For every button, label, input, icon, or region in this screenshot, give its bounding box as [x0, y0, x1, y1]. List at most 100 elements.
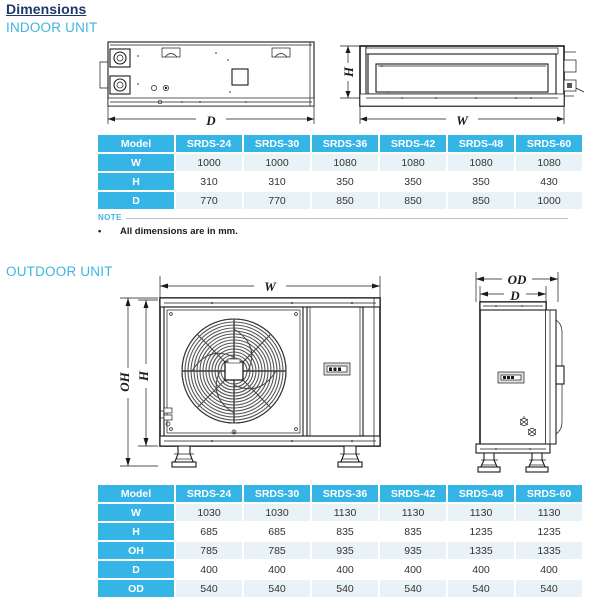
outdoor-unit-front-view-drawing: W OH H: [112, 268, 412, 480]
cell-d-4: 850: [448, 192, 514, 209]
column-header-model-0: SRDS-24: [176, 135, 242, 152]
column-header-model-2: SRDS-36: [312, 485, 378, 502]
outdoor-unit-section-title: OUTDOOR UNIT: [6, 264, 113, 279]
table-row: D 400 400 400 400 400 400: [98, 561, 582, 578]
row-label-h: H: [98, 523, 174, 540]
cell-h-5: 430: [516, 173, 582, 190]
cell-d-2: 400: [312, 561, 378, 578]
cell-d-5: 1000: [516, 192, 582, 209]
cell-h-4: 350: [448, 173, 514, 190]
cell-h-1: 310: [244, 173, 310, 190]
column-header-model-5: SRDS-60: [516, 135, 582, 152]
cell-h-5: 1235: [516, 523, 582, 540]
indoor-front-width-label: W: [456, 113, 469, 128]
column-header-model-4: SRDS-48: [448, 135, 514, 152]
cell-w-5: 1130: [516, 504, 582, 521]
indoor-plan-depth-label: D: [205, 113, 216, 128]
row-label-od: OD: [98, 580, 174, 597]
note-bullet-icon: •: [98, 226, 102, 237]
row-label-w: W: [98, 504, 174, 521]
outdoor-unit-side-view-drawing: OD D: [432, 262, 598, 480]
row-label-h: H: [98, 173, 174, 190]
cell-od-3: 540: [380, 580, 446, 597]
cell-d-2: 850: [312, 192, 378, 209]
row-label-d: D: [98, 561, 174, 578]
cell-h-2: 350: [312, 173, 378, 190]
column-header-model: Model: [98, 135, 174, 152]
table-row: OH 785 785 935 935 1335 1335: [98, 542, 582, 559]
cell-h-0: 310: [176, 173, 242, 190]
page-title: Dimensions: [6, 1, 87, 17]
cell-w-1: 1030: [244, 504, 310, 521]
cell-h-3: 350: [380, 173, 446, 190]
table-row: W 1000 1000 1080 1080 1080 1080: [98, 154, 582, 171]
table-header-row: Model SRDS-24 SRDS-30 SRDS-36 SRDS-42 SR…: [98, 135, 582, 152]
cell-od-5: 540: [516, 580, 582, 597]
cell-d-4: 400: [448, 561, 514, 578]
indoor-unit-dimensions-table: Model SRDS-24 SRDS-30 SRDS-36 SRDS-42 SR…: [96, 133, 584, 211]
cell-h-3: 835: [380, 523, 446, 540]
mounting-foot-right: [337, 445, 363, 468]
indoor-unit-section-title: INDOOR UNIT: [6, 20, 98, 35]
outdoor-front-width-label: W: [264, 279, 277, 294]
cell-w-3: 1130: [380, 504, 446, 521]
mounting-foot-side-right: [525, 452, 549, 473]
outdoor-side-depth-label: D: [509, 288, 520, 303]
cell-oh-3: 935: [380, 542, 446, 559]
cell-od-4: 540: [448, 580, 514, 597]
cell-d-1: 770: [244, 192, 310, 209]
row-label-d: D: [98, 192, 174, 209]
column-header-model-3: SRDS-42: [380, 135, 446, 152]
note-block: NOTE • All dimensions are in mm.: [98, 213, 568, 237]
cell-od-0: 540: [176, 580, 242, 597]
cell-d-3: 850: [380, 192, 446, 209]
note-item-text: All dimensions are in mm.: [120, 226, 238, 237]
column-header-model-1: SRDS-30: [244, 485, 310, 502]
cell-h-4: 1235: [448, 523, 514, 540]
note-label: NOTE: [98, 213, 122, 222]
indoor-unit-front-view-drawing: H: [326, 36, 592, 130]
note-divider: [125, 218, 568, 219]
table-row: H 685 685 835 835 1235 1235: [98, 523, 582, 540]
cell-oh-2: 935: [312, 542, 378, 559]
table-header-row: Model SRDS-24 SRDS-30 SRDS-36 SRDS-42 SR…: [98, 485, 582, 502]
cell-d-5: 400: [516, 561, 582, 578]
cell-w-0: 1030: [176, 504, 242, 521]
column-header-model-5: SRDS-60: [516, 485, 582, 502]
cell-w-2: 1080: [312, 154, 378, 171]
cell-oh-4: 1335: [448, 542, 514, 559]
cell-w-1: 1000: [244, 154, 310, 171]
column-header-model-1: SRDS-30: [244, 135, 310, 152]
table-row: OD 540 540 540 540 540 540: [98, 580, 582, 597]
cell-h-0: 685: [176, 523, 242, 540]
outdoor-unit-dimensions-table: Model SRDS-24 SRDS-30 SRDS-36 SRDS-42 SR…: [96, 483, 584, 599]
cell-oh-5: 1335: [516, 542, 582, 559]
service-valve-detail-side: [519, 416, 537, 436]
cell-oh-0: 785: [176, 542, 242, 559]
mounting-foot-left: [171, 445, 197, 468]
row-label-w: W: [98, 154, 174, 171]
cell-oh-1: 785: [244, 542, 310, 559]
column-header-model-3: SRDS-42: [380, 485, 446, 502]
table-row: D 770 770 850 850 850 1000: [98, 192, 582, 209]
outdoor-front-height-label: H: [136, 370, 151, 382]
cell-h-2: 835: [312, 523, 378, 540]
cell-w-4: 1080: [448, 154, 514, 171]
column-header-model-0: SRDS-24: [176, 485, 242, 502]
cell-d-0: 400: [176, 561, 242, 578]
table-row: W 1030 1030 1130 1130 1130 1130: [98, 504, 582, 521]
cell-w-0: 1000: [176, 154, 242, 171]
indoor-front-height-label: H: [341, 66, 356, 78]
cell-d-3: 400: [380, 561, 446, 578]
outdoor-front-overall-height-label: OH: [117, 371, 132, 391]
indoor-unit-plan-view-drawing: D: [96, 36, 324, 130]
column-header-model: Model: [98, 485, 174, 502]
cell-od-1: 540: [244, 580, 310, 597]
cell-w-5: 1080: [516, 154, 582, 171]
column-header-model-2: SRDS-36: [312, 135, 378, 152]
cell-w-2: 1130: [312, 504, 378, 521]
fan-grille-icon: [181, 318, 287, 424]
cell-h-1: 685: [244, 523, 310, 540]
cell-w-4: 1130: [448, 504, 514, 521]
